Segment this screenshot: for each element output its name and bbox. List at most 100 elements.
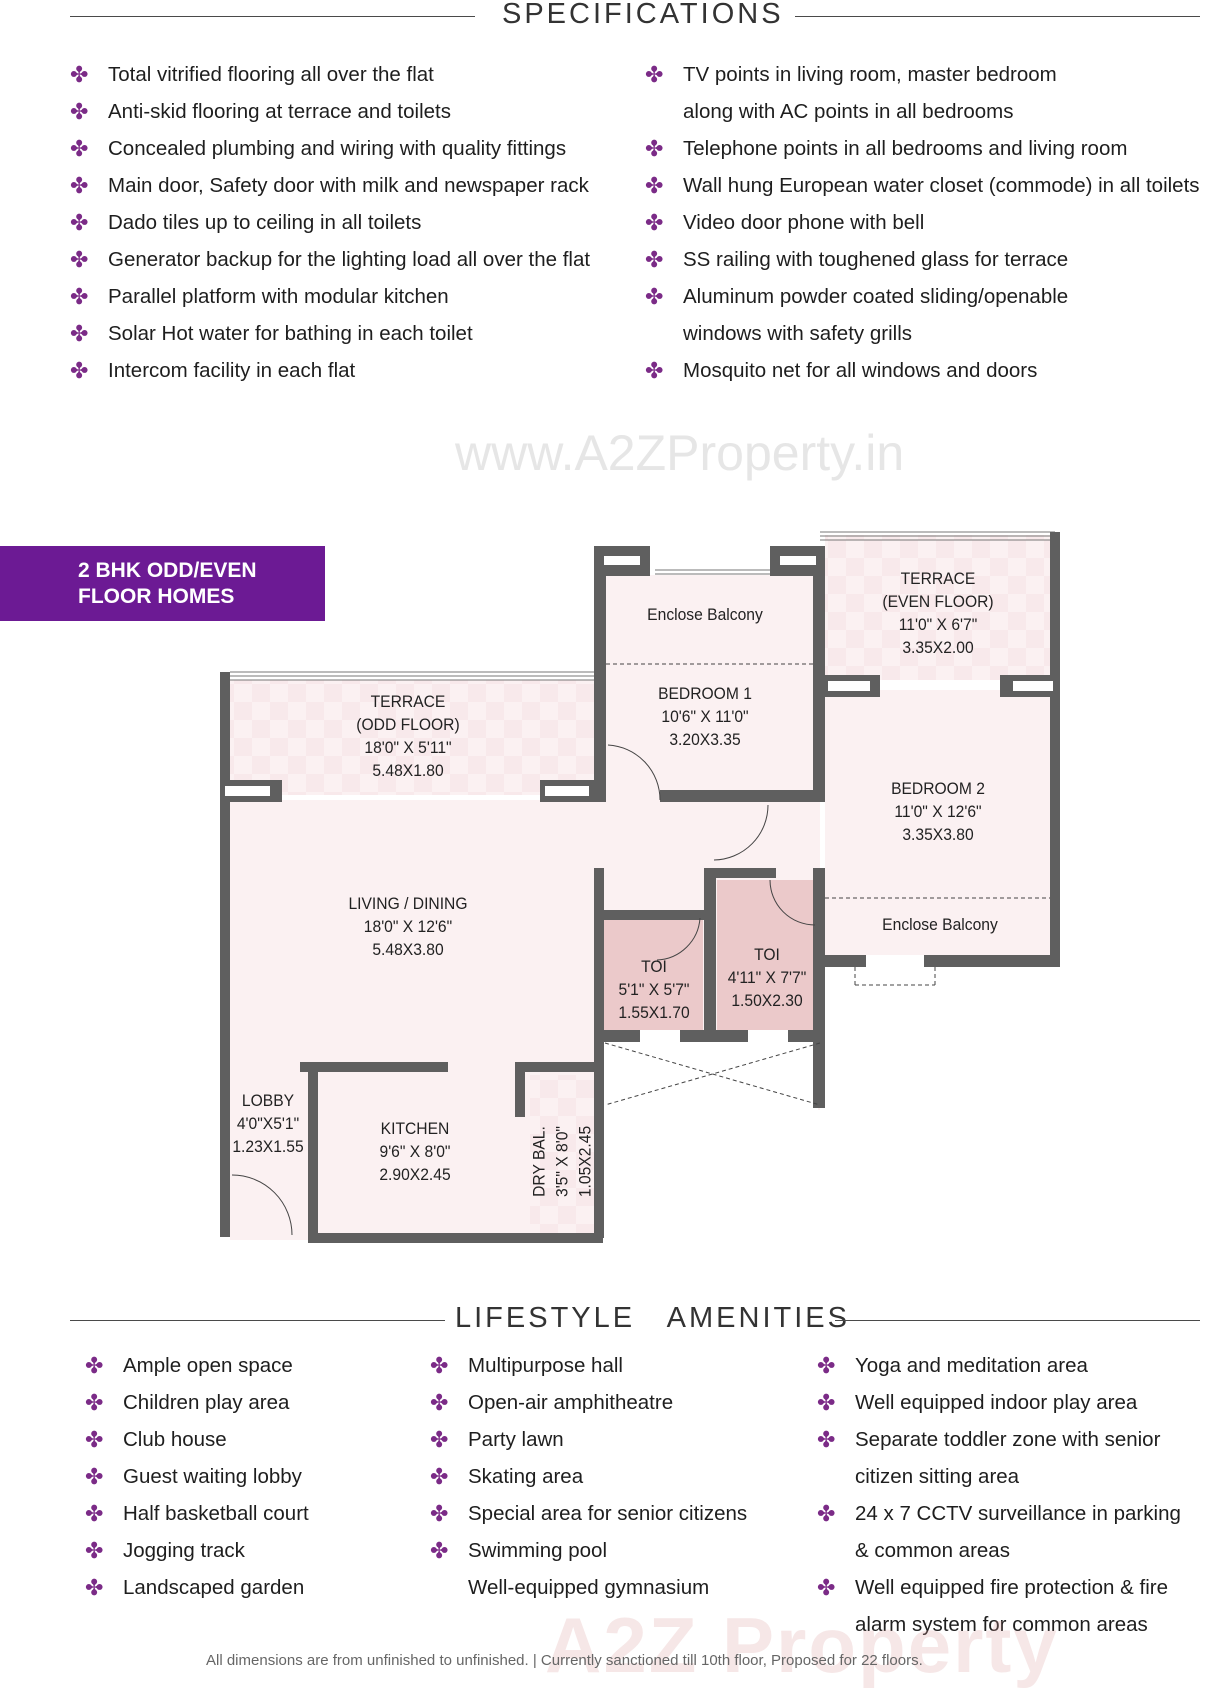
list-item: ✤Guest waiting lobby [85, 1458, 309, 1495]
list-item: ✤Aluminum powder coated sliding/openable [645, 278, 1200, 315]
clover-bullet-icon: ✤ [430, 1427, 449, 1452]
list-item: ✤Ample open space [85, 1347, 309, 1384]
clover-bullet-icon: ✤ [430, 1501, 449, 1526]
list-item: ✤Party lawn [430, 1421, 747, 1458]
room-label-enclose-balcony-1: Enclose Balcony [647, 605, 763, 624]
amenities-col-2: ✤Multipurpose hall ✤Open-air amphitheatr… [430, 1347, 747, 1606]
spec-rule-right [795, 16, 1200, 17]
clover-bullet-icon: ✤ [85, 1427, 104, 1452]
unit-type-badge: 2 BHK ODD/EVEN FLOOR HOMES [0, 546, 325, 621]
list-item: ✤Jogging track [85, 1532, 309, 1569]
list-item: ✤TV points in living room, master bedroo… [645, 56, 1200, 93]
room-label-terrace-even: TERRACE (EVEN FLOOR) 11'0" X 6'7" 3.35X2… [882, 569, 994, 657]
room-label-dry-balcony: DRY BAL. 3'5" X 8'0" 1.05X2.45 [529, 1125, 595, 1198]
clover-bullet-icon: ✤ [645, 173, 664, 198]
clover-bullet-icon: ✤ [645, 247, 664, 272]
list-item-continuation: citizen sitting area [855, 1465, 1020, 1488]
amenities-col-3: ✤Yoga and meditation area ✤Well equipped… [817, 1347, 1181, 1643]
clover-bullet-icon: ✤ [70, 173, 89, 198]
list-item: ✤Open-air amphitheatre [430, 1384, 747, 1421]
room-label-bedroom-2: BEDROOM 2 11'0" X 12'6" 3.35X3.80 [891, 779, 985, 844]
list-item: ✤Half basketball court [85, 1495, 309, 1532]
list-item: ✤Yoga and meditation area [817, 1347, 1181, 1384]
list-item: ✤Parallel platform with modular kitchen [70, 278, 590, 315]
clover-bullet-icon: ✤ [85, 1501, 104, 1526]
list-item: ✤Main door, Safety door with milk and ne… [70, 167, 590, 204]
list-item: ✤Special area for senior citizens [430, 1495, 747, 1532]
specifications-heading: SPECIFICATIONS [502, 0, 784, 30]
clover-bullet-icon: ✤ [430, 1464, 449, 1489]
room-label-bedroom-1: BEDROOM 1 10'6" X 11'0" 3.20X3.35 [658, 684, 752, 749]
list-item-continuation: alarm system for common areas [855, 1613, 1148, 1636]
list-item: ✤Generator backup for the lighting load … [70, 241, 590, 278]
clover-bullet-icon: ✤ [817, 1390, 836, 1415]
clover-bullet-icon: ✤ [70, 62, 89, 87]
list-item: ✤Video door phone with bell [645, 204, 1200, 241]
list-item: ✤Concealed plumbing and wiring with qual… [70, 130, 590, 167]
clover-bullet-icon: ✤ [85, 1353, 104, 1378]
clover-bullet-icon: ✤ [817, 1353, 836, 1378]
room-label-kitchen: KITCHEN 9'6" X 8'0" 2.90X2.45 [379, 1119, 451, 1184]
clover-bullet-icon: ✤ [430, 1538, 449, 1563]
amenities-heading: LIFESTYLE AMENITIES [455, 1302, 850, 1334]
list-item: ✤Total vitrified flooring all over the f… [70, 56, 590, 93]
clover-bullet-icon: ✤ [70, 321, 89, 346]
clover-bullet-icon: ✤ [70, 247, 89, 272]
list-item: ✤Solar Hot water for bathing in each toi… [70, 315, 590, 352]
list-item: ✤Telephone points in all bedrooms and li… [645, 130, 1200, 167]
clover-bullet-icon: ✤ [645, 136, 664, 161]
clover-bullet-icon: ✤ [430, 1390, 449, 1415]
clover-bullet-icon: ✤ [645, 284, 664, 309]
list-item: ✤Children play area [85, 1384, 309, 1421]
list-item-continuation: along with AC points in all bedrooms [683, 100, 1014, 123]
clover-bullet-icon: ✤ [817, 1501, 836, 1526]
list-item: ✤Well equipped fire protection & fire [817, 1569, 1181, 1606]
list-item: ✤Well equipped indoor play area [817, 1384, 1181, 1421]
clover-bullet-icon: ✤ [85, 1538, 104, 1563]
list-item: ✤Mosquito net for all windows and doors [645, 352, 1200, 389]
amenities-rule-right [835, 1320, 1200, 1321]
room-label-terrace-odd: TERRACE (ODD FLOOR) 18'0" X 5'11" 5.48X1… [356, 692, 460, 780]
disclaimer-footer: All dimensions are from unfinished to un… [206, 1652, 923, 1669]
list-item: ✤Multipurpose hall [430, 1347, 747, 1384]
list-item: ✤Skating area [430, 1458, 747, 1495]
spec-list-left: ✤Total vitrified flooring all over the f… [70, 56, 590, 389]
site-watermark: www.A2ZProperty.in [455, 425, 905, 481]
list-item: ✤Club house [85, 1421, 309, 1458]
clover-bullet-icon: ✤ [85, 1390, 104, 1415]
list-item: ✤Dado tiles up to ceiling in all toilets [70, 204, 590, 241]
list-item: ✤24 x 7 CCTV surveillance in parking [817, 1495, 1181, 1532]
clover-bullet-icon: ✤ [85, 1575, 104, 1600]
room-label-lobby: LOBBY 4'0"X5'1" 1.23X1.55 [232, 1091, 304, 1156]
list-item: ✤Anti-skid flooring at terrace and toile… [70, 93, 590, 130]
list-item-continuation: windows with safety grills [683, 322, 912, 345]
clover-bullet-icon: ✤ [70, 284, 89, 309]
clover-bullet-icon: ✤ [85, 1464, 104, 1489]
room-label-toilet-2: TOI 4'11" X 7'7" 1.50X2.30 [727, 945, 807, 1010]
list-item: ✤Wall hung European water closet (commod… [645, 167, 1200, 204]
room-label-toilet-1: TOI 5'1" X 5'7" 1.55X1.70 [618, 957, 690, 1022]
clover-bullet-icon: ✤ [70, 358, 89, 383]
floor-plan-drawing [220, 531, 1060, 1243]
list-item: ✤Intercom facility in each flat [70, 352, 590, 389]
spec-list-right: ✤TV points in living room, master bedroo… [645, 56, 1200, 389]
clover-bullet-icon: ✤ [70, 210, 89, 235]
clover-bullet-icon: ✤ [70, 99, 89, 124]
brand-watermark: A2Z Property [545, 1601, 1059, 1689]
clover-bullet-icon: ✤ [645, 210, 664, 235]
list-item-no-bullet: Well-equipped gymnasium [468, 1576, 710, 1599]
clover-bullet-icon: ✤ [70, 136, 89, 161]
list-item: ✤Swimming pool [430, 1532, 747, 1569]
clover-bullet-icon: ✤ [817, 1575, 836, 1600]
clover-bullet-icon: ✤ [645, 62, 664, 87]
list-item-continuation: & common areas [855, 1539, 1010, 1562]
room-label-enclose-balcony-2: Enclose Balcony [882, 915, 998, 934]
list-item: ✤Separate toddler zone with senior [817, 1421, 1181, 1458]
amenities-col-1: ✤Ample open space ✤Children play area ✤C… [85, 1347, 309, 1606]
spec-rule-left [70, 16, 475, 17]
room-label-living-dining: LIVING / DINING 18'0" X 12'6" 5.48X3.80 [348, 894, 468, 959]
clover-bullet-icon: ✤ [430, 1353, 449, 1378]
clover-bullet-icon: ✤ [645, 358, 664, 383]
list-item: ✤Landscaped garden [85, 1569, 309, 1606]
list-item: ✤SS railing with toughened glass for ter… [645, 241, 1200, 278]
